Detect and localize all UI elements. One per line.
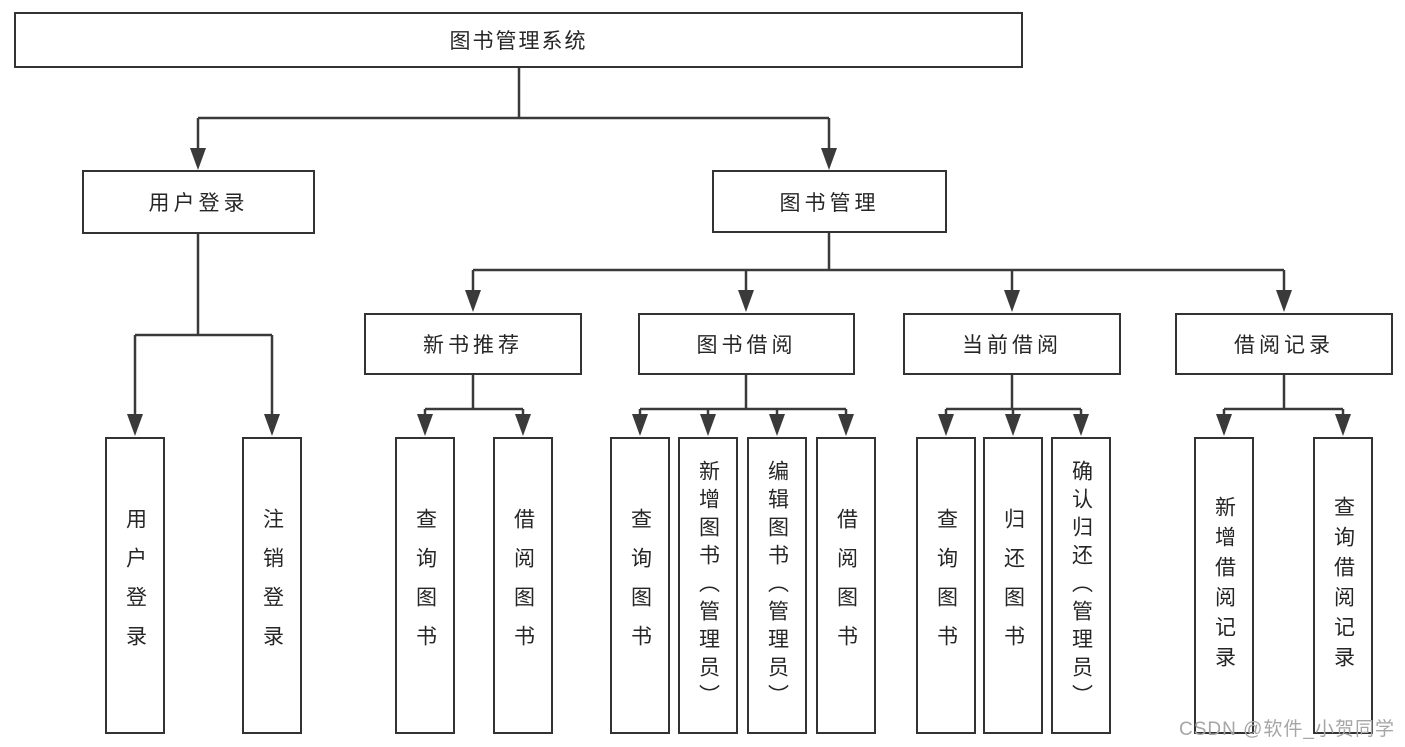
node-label: 查询图书 [934, 507, 958, 664]
node-label: 新增图书（管理员） [696, 459, 720, 712]
arrowhead [417, 414, 433, 436]
arrowhead [938, 414, 954, 436]
connector-current-borrow [944, 375, 1083, 418]
node-label: 图书管理系统 [449, 30, 588, 53]
node-label: 用户登录 [148, 192, 249, 215]
arrowhead [700, 414, 716, 436]
node-label: 编辑图书（管理员） [765, 459, 789, 712]
node-label: 借阅图书 [511, 507, 535, 664]
arrowhead [264, 414, 280, 436]
node-borrowing-records: 借阅记录 [1175, 313, 1393, 375]
connector-book-mgmt [471, 232, 1286, 294]
leaf-return-books: 归还图书 [983, 437, 1043, 734]
arrowhead [821, 148, 837, 170]
node-label: 借阅记录 [1234, 334, 1334, 357]
node-current-borrowing: 当前借阅 [903, 313, 1121, 375]
arrowhead [190, 148, 206, 170]
arrowhead [127, 414, 143, 436]
arrowhead [1276, 290, 1292, 312]
node-label: 新增借阅记录 [1212, 495, 1236, 676]
arrowhead [1073, 414, 1089, 436]
arrowhead [515, 414, 531, 436]
node-label: 图书管理 [779, 191, 880, 215]
arrowheads [127, 148, 1351, 436]
node-label: 新书推荐 [423, 334, 523, 357]
node-label: 查询借阅记录 [1331, 495, 1355, 676]
leaf-confirm-return-admin: 确认归还（管理员） [1051, 437, 1111, 734]
leaf-edit-book-admin: 编辑图书（管理员） [747, 437, 807, 734]
leaf-borrow-books-2: 借阅图书 [816, 437, 876, 734]
connector-root [196, 68, 831, 152]
leaf-user-login: 用户登录 [105, 437, 165, 734]
node-label: 图书借阅 [696, 334, 797, 357]
leaf-add-book-admin: 新增图书（管理员） [678, 437, 738, 734]
node-label: 用户登录 [123, 507, 147, 664]
node-book-management: 图书管理 [712, 170, 947, 233]
node-label: 借阅图书 [834, 507, 858, 664]
arrowhead [838, 414, 854, 436]
connector-borrow-record [1222, 375, 1345, 418]
node-library-management-system: 图书管理系统 [14, 12, 1023, 68]
leaf-query-borrow-record: 查询借阅记录 [1313, 437, 1373, 734]
arrowhead [465, 290, 481, 312]
leaf-borrow-books-1: 借阅图书 [493, 437, 553, 734]
node-label: 查询图书 [628, 507, 652, 664]
leaf-add-borrow-record: 新增借阅记录 [1194, 437, 1254, 734]
node-label: 归还图书 [1001, 507, 1025, 664]
arrowhead [1335, 414, 1351, 436]
node-label: 确认归还（管理员） [1069, 459, 1093, 712]
connector-new-book [423, 375, 525, 418]
node-new-book-recommend: 新书推荐 [364, 313, 582, 375]
node-book-borrowing: 图书借阅 [638, 313, 855, 375]
arrowhead [1004, 290, 1020, 312]
arrowhead [738, 290, 754, 312]
arrowhead [632, 414, 648, 436]
arrowhead [1216, 414, 1232, 436]
node-label: 注销登录 [260, 507, 284, 664]
node-label: 查询图书 [413, 507, 437, 664]
arrowhead [1005, 414, 1021, 436]
arrowhead [769, 414, 785, 436]
node-user-login-branch: 用户登录 [82, 170, 315, 234]
leaf-query-books-2: 查询图书 [610, 437, 670, 734]
csdn-watermark: CSDN @软件_小贺同学 [1179, 719, 1395, 740]
leaf-query-books-1: 查询图书 [395, 437, 455, 734]
node-label: 当前借阅 [962, 334, 1062, 357]
connector-user-login [133, 234, 274, 418]
connector-book-borrow [638, 375, 848, 418]
leaf-query-books-3: 查询图书 [916, 437, 976, 734]
leaf-logout: 注销登录 [242, 437, 302, 734]
